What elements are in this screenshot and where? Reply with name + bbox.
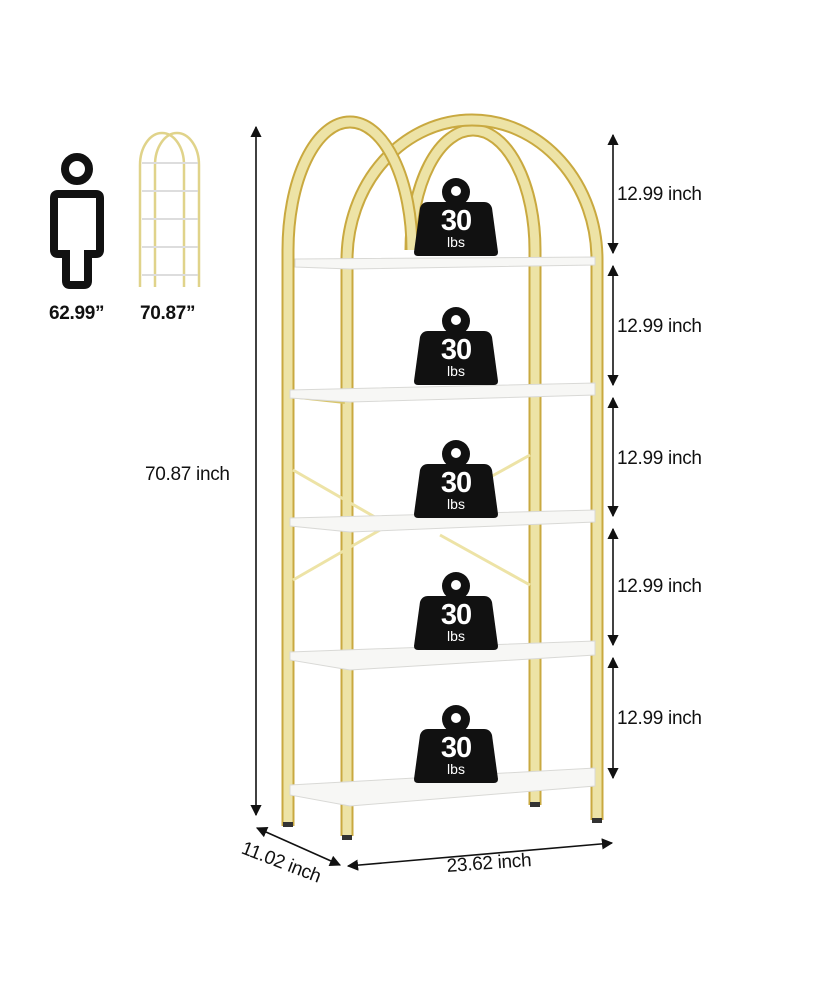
person-icon <box>50 153 104 289</box>
shelf-height-label: 70.87” <box>140 303 196 324</box>
weight-badge: 30 lbs <box>414 440 498 520</box>
weight-badge: 30 lbs <box>414 178 498 258</box>
weight-badge: 30 lbs <box>414 307 498 387</box>
shelf-spacing-label: 12.99 inch <box>617 708 702 729</box>
weight-icon <box>414 572 498 650</box>
shelf-spacing-label: 12.99 inch <box>617 316 702 337</box>
depth-arrow <box>255 826 342 867</box>
weight-icon <box>414 705 498 783</box>
shelves <box>289 256 596 807</box>
width-arrow <box>346 838 614 871</box>
weight-icon <box>414 307 498 385</box>
shelf-spacing-label: 12.99 inch <box>617 448 702 469</box>
bookshelf-thumbnail <box>138 131 201 287</box>
weight-icon <box>414 440 498 518</box>
person-height-label: 62.99” <box>49 303 105 324</box>
shelf-spacing-label: 12.99 inch <box>617 576 702 597</box>
shelf-spacing-label: 12.99 inch <box>617 184 702 205</box>
weight-badge: 30 lbs <box>414 572 498 652</box>
total-height-label: 70.87 inch <box>145 464 230 485</box>
weight-icon <box>414 178 498 256</box>
weight-badge: 30 lbs <box>414 705 498 785</box>
